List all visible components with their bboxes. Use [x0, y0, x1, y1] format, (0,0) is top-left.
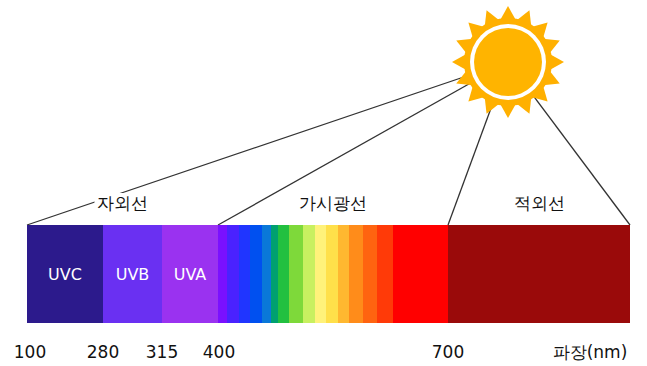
band-heading: 적외선	[511, 193, 568, 213]
sun-ray	[549, 54, 564, 70]
wavelength-tick: 400	[203, 342, 235, 362]
sun-ray	[456, 70, 473, 85]
band-label: UVB	[116, 265, 150, 284]
wavelength-tick: 280	[87, 342, 119, 362]
visible-band: 가시광선	[218, 225, 448, 323]
sun	[452, 6, 564, 118]
sun-ray	[452, 54, 467, 70]
wavelength-tick: 700	[432, 342, 464, 362]
sun-ray	[543, 39, 560, 54]
wavelength-tick: 315	[146, 342, 178, 362]
uv-region: 자외선UVCUVBUVA	[27, 225, 218, 323]
fan-line	[27, 62, 508, 225]
sun-ray	[516, 10, 531, 27]
uva-band: UVA	[162, 225, 218, 323]
sun-ray	[456, 39, 473, 54]
sun-ray	[485, 10, 500, 27]
sun-disc	[464, 18, 552, 106]
sun-ray	[543, 70, 560, 85]
sun-ray	[485, 97, 500, 114]
uvc-band: UVC	[27, 225, 103, 323]
sun-ray	[500, 103, 516, 118]
band-label: UVA	[174, 265, 207, 284]
band-label: UVC	[48, 265, 82, 284]
band-heading: 자외선	[94, 193, 151, 213]
axis-label: 파장(nm)	[553, 342, 628, 362]
band-heading: 가시광선	[296, 193, 370, 213]
wavelength-tick: 100	[14, 342, 46, 362]
sun-ray	[500, 6, 516, 21]
fan-line	[218, 62, 508, 225]
sun-ray	[516, 97, 531, 114]
uvb-band: UVB	[103, 225, 162, 323]
infrared-band: 적외선	[448, 225, 630, 323]
sun-ring	[470, 24, 546, 100]
sun-core	[474, 28, 542, 96]
